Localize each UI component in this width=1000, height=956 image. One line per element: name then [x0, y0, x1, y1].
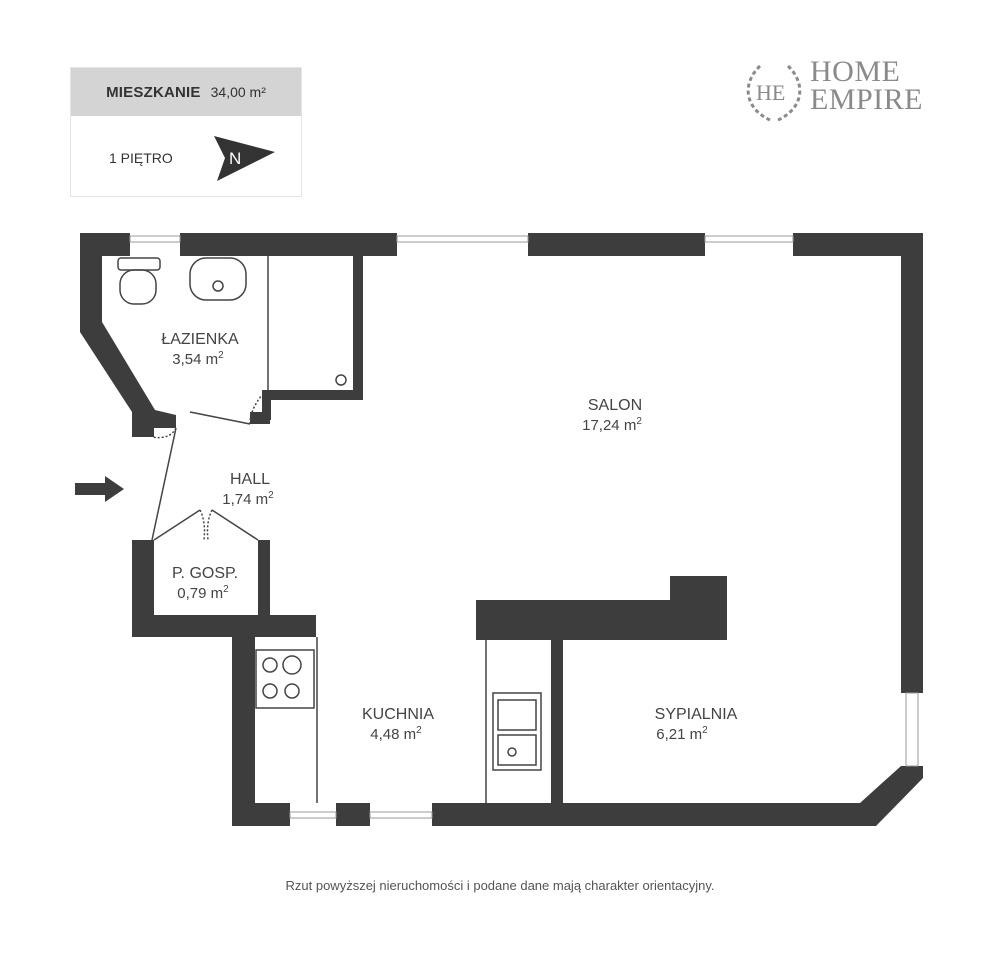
- info-area: 34,00 m²: [210, 84, 266, 100]
- logo-line2: EMPIRE: [810, 83, 924, 116]
- entrance-arrow-icon: [75, 476, 124, 502]
- room-name: ŁAZIENKA: [161, 331, 239, 348]
- logo-line1: HOME: [810, 55, 901, 88]
- room-labels: ŁAZIENKA 3,54 m2 SALON 17,24 m2 HALL 1,7…: [161, 331, 737, 743]
- svg-text:0,79 m2: 0,79 m2: [177, 584, 229, 602]
- room-name: P. GOSP.: [172, 565, 238, 582]
- laurel-logo-icon: HE: [746, 64, 802, 122]
- walls: [80, 233, 923, 826]
- room-name: HALL: [230, 471, 270, 488]
- compass-label: N: [229, 149, 241, 168]
- svg-text:6,21 m2: 6,21 m2: [656, 725, 708, 743]
- shower-drain-icon: [335, 374, 347, 386]
- room-name: SYPIALNIA: [655, 706, 738, 723]
- disclaimer: Rzut powyższej nieruchomości i podane da…: [285, 878, 715, 893]
- info-title: MIESZKANIE: [106, 83, 201, 101]
- room-name: KUCHNIA: [362, 706, 434, 723]
- washbasin-icon: [189, 257, 247, 301]
- entry-door: [151, 427, 177, 541]
- floor-plan: ŁAZIENKA 3,54 m2 SALON 17,24 m2 HALL 1,7…: [75, 233, 923, 826]
- room-name: SALON: [588, 397, 642, 414]
- info-header: MIESZKANIE 34,00 m²: [71, 68, 301, 116]
- floor-label: 1 PIĘTRO: [109, 150, 173, 166]
- fixtures: [117, 256, 542, 803]
- svg-text:1,74 m2: 1,74 m2: [222, 490, 274, 508]
- svg-text:17,24 m2: 17,24 m2: [582, 416, 642, 434]
- toilet-icon: [117, 257, 161, 271]
- compass-north-icon: N: [214, 136, 275, 181]
- stove-icon: [255, 649, 315, 709]
- svg-text:HE: HE: [756, 80, 785, 105]
- svg-text:4,48 m2: 4,48 m2: [370, 725, 422, 743]
- windows: [129, 235, 919, 819]
- apartment-info-box: MIESZKANIE 34,00 m² 1 PIĘTRO N: [70, 67, 302, 197]
- sink-icon: [492, 692, 542, 771]
- svg-text:3,54 m2: 3,54 m2: [172, 350, 224, 368]
